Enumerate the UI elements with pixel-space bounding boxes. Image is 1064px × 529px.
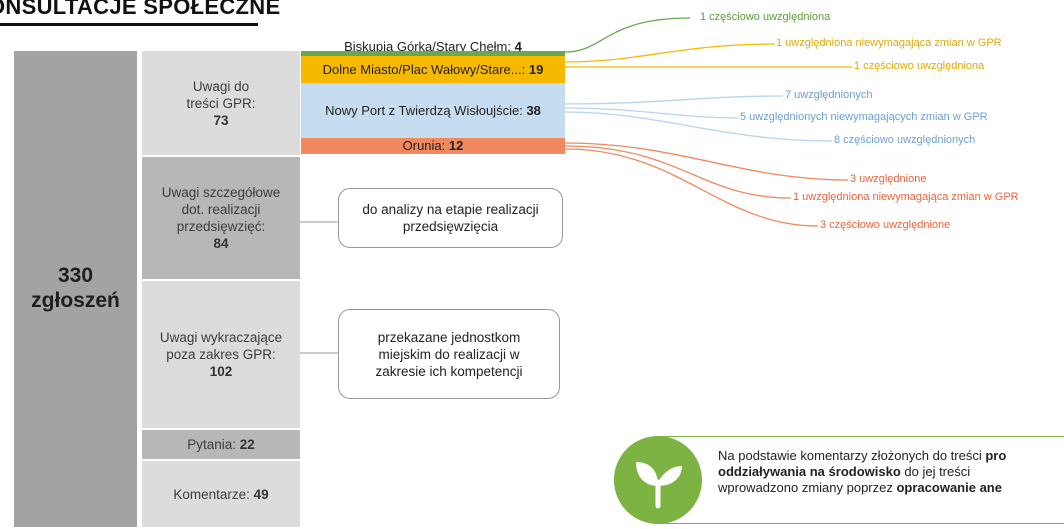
outcome-label: 3 częściowo uwzględnione <box>820 219 951 231</box>
callout-text: Na podstawie komentarzy złożonych do tre… <box>718 448 1064 496</box>
category-comments: Komentarze: 49 <box>142 461 300 527</box>
connector-orange-3 <box>564 148 819 227</box>
callout-line2-bold: oddziaływania na środowisko <box>718 464 901 479</box>
callout-line3-bold: opracowanie ane <box>896 480 1002 495</box>
title-underline <box>0 23 258 26</box>
callout-line3-text: wprowadzono zmiany poprzez <box>718 480 897 495</box>
total-label: zgłoszeń <box>31 289 120 312</box>
outcome-label: 7 uwzględnionych <box>785 89 873 101</box>
category-count: 49 <box>253 486 269 502</box>
callout-line2-text: do jej treści <box>900 464 971 479</box>
category-label: Uwagi wykraczające poza zakres GPR: <box>159 330 283 362</box>
category-count: 22 <box>239 437 255 452</box>
connector-green-1 <box>564 17 691 53</box>
sprout-icon <box>614 436 702 524</box>
category-count: 102 <box>209 364 233 379</box>
category-label: Komentarze: <box>173 486 250 502</box>
district-count: 12 <box>448 138 464 153</box>
district-dolne-miasto: Dolne Miasto/Plac Wałowy/Stare...: 19 <box>301 56 565 83</box>
category-label: Uwagi do treści GPR: <box>186 78 256 111</box>
outcome-label: 8 częściowo uwzględnionych <box>834 134 976 146</box>
outcome-label: 1 uwzględniona niewymagająca zmian w GPR <box>776 37 1002 49</box>
outcome-label: 3 uwzględnione <box>850 173 927 185</box>
district-orunia: Orunia: 12 <box>301 138 565 154</box>
district-biskupia-gorka: Biskupia Górka/Stary Chełm: 4 <box>301 39 565 55</box>
district-count: 38 <box>526 103 541 118</box>
district-count: 4 <box>514 39 522 54</box>
category-gpr-content: Uwagi do treści GPR: 73 <box>142 51 300 155</box>
callout-line1-bold: pro <box>985 448 1007 463</box>
category-implementation: Uwagi szczegółowe dot. realizacji przeds… <box>142 157 300 279</box>
note-analysis: do analizy na etapie realizacji przedsię… <box>338 188 563 248</box>
category-out-of-scope: Uwagi wykraczające poza zakres GPR: 102 <box>142 281 300 428</box>
district-label: Orunia: <box>402 138 446 153</box>
connector-yellow-1 <box>564 43 776 63</box>
total-submissions-box: 330 zgłoszeń <box>14 51 137 527</box>
callout-line1-text: Na podstawie komentarzy złożonych do tre… <box>718 448 986 463</box>
total-value: 330 <box>57 264 94 287</box>
district-label: Biskupia Górka/Stary Chełm: <box>344 39 512 54</box>
category-count: 84 <box>213 236 229 251</box>
connector-blue-3 <box>564 111 833 142</box>
category-label: Uwagi szczegółowe dot. realizacji przeds… <box>161 185 281 234</box>
outcome-label: 1 częściowo uwzględniona <box>854 60 985 72</box>
district-nowy-port: Nowy Port z Twierdzą Wisłoujście: 38 <box>301 83 565 138</box>
category-label: Pytania: <box>187 437 236 452</box>
district-label: Nowy Port z Twierdzą Wisłoujście: <box>325 103 523 118</box>
category-questions: Pytania: 22 <box>142 430 300 459</box>
page-title: ONSULTACJE SPOŁECZNE <box>0 0 281 19</box>
outcome-label: 5 uwzględnionych niewymagających zmian w… <box>740 111 988 123</box>
connector-orange-2 <box>564 145 792 199</box>
category-count: 73 <box>213 112 229 128</box>
outcome-label: 1 częściowo uwzględniona <box>700 11 831 23</box>
outcome-label: 1 uwzględniona niewymagająca zmian w GPR <box>793 191 1019 203</box>
connector-orange-1 <box>564 142 849 181</box>
connector-blue-2 <box>564 107 739 119</box>
district-bar-green <box>301 51 565 56</box>
note-delegated: przekazane jednostkom miejskim do realiz… <box>338 309 560 399</box>
district-label: Dolne Miasto/Plac Wałowy/Stare...: <box>322 62 526 77</box>
district-count: 19 <box>528 62 544 77</box>
connector-blue-1 <box>564 95 784 105</box>
